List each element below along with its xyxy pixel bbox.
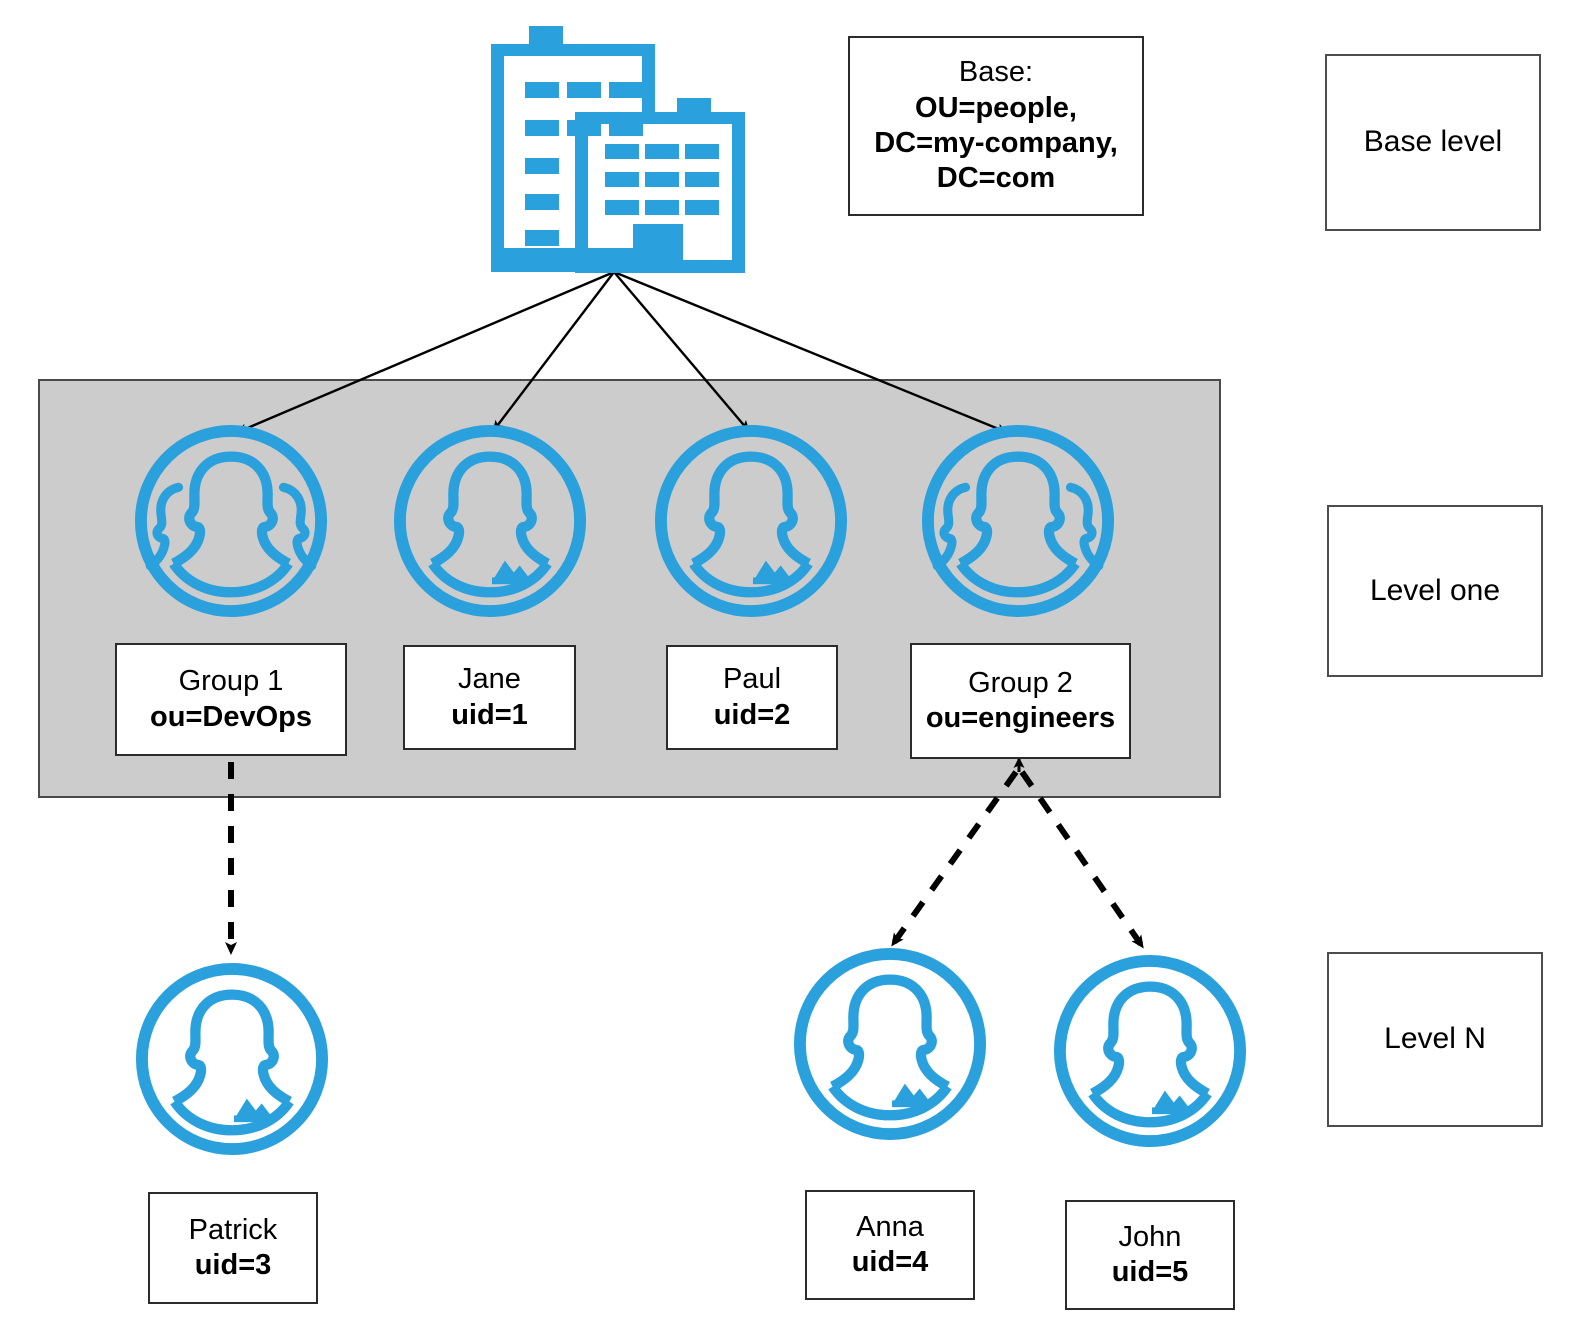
node-box-patrick[interactable]: Patrick uid=3 [148, 1192, 318, 1304]
node-attribute-group-2: ou=engineers [925, 702, 1116, 734]
edge-group-2-to-john [1019, 770, 1145, 949]
legend-label-base-level: Base level [1363, 125, 1503, 159]
person-avatar-icon [393, 424, 587, 618]
node-attribute-group-1: ou=DevOps [150, 700, 312, 733]
node-box-group-2[interactable]: Group 2 ou=engineers [910, 643, 1131, 759]
group-avatar-icon [921, 424, 1115, 618]
node-box-john[interactable]: John uid=5 [1065, 1200, 1235, 1310]
node-name-group-1: Group 1 [178, 665, 284, 698]
person-avatar-icon [1053, 954, 1247, 1148]
node-attribute-anna: uid=4 [851, 1246, 929, 1278]
node-name-paul: Paul [722, 663, 782, 696]
base-dn-line-3: DC=my-company, [874, 127, 1118, 159]
node-name-patrick: Patrick [188, 1213, 278, 1246]
base-dn-line-4: DC=com [936, 162, 1056, 195]
node-box-paul[interactable]: Paul uid=2 [666, 645, 838, 750]
node-box-jane[interactable]: Jane uid=1 [403, 645, 576, 750]
person-avatar-icon [793, 947, 987, 1141]
person-avatar-icon [654, 424, 848, 618]
person-avatar-icon [135, 962, 329, 1156]
node-name-group-2: Group 2 [968, 666, 1073, 699]
legend-label-level-n: Level N [1384, 1022, 1486, 1056]
node-attribute-patrick: uid=3 [194, 1249, 272, 1281]
node-name-john: John [1118, 1220, 1182, 1253]
legend-box-level-n: Level N [1327, 952, 1543, 1127]
node-attribute-john: uid=5 [1111, 1256, 1189, 1288]
node-name-jane: Jane [458, 663, 521, 696]
node-attribute-paul: uid=2 [713, 698, 791, 731]
legend-box-level-one: Level one [1327, 505, 1543, 677]
node-name-anna: Anna [856, 1210, 924, 1243]
node-box-group-1[interactable]: Group 1 ou=DevOps [115, 643, 347, 756]
legend-box-base-level: Base level [1325, 54, 1541, 231]
base-dn-line-1: Base: [958, 56, 1034, 89]
base-dn-box: Base: OU=people, DC=my-company, DC=com [848, 36, 1144, 216]
node-box-anna[interactable]: Anna uid=4 [805, 1190, 975, 1300]
company-building-icon [491, 26, 745, 273]
node-attribute-jane: uid=1 [451, 698, 528, 731]
legend-label-level-one: Level one [1369, 573, 1501, 607]
base-dn-line-2: OU=people, [915, 91, 1077, 124]
group-avatar-icon [134, 424, 328, 618]
